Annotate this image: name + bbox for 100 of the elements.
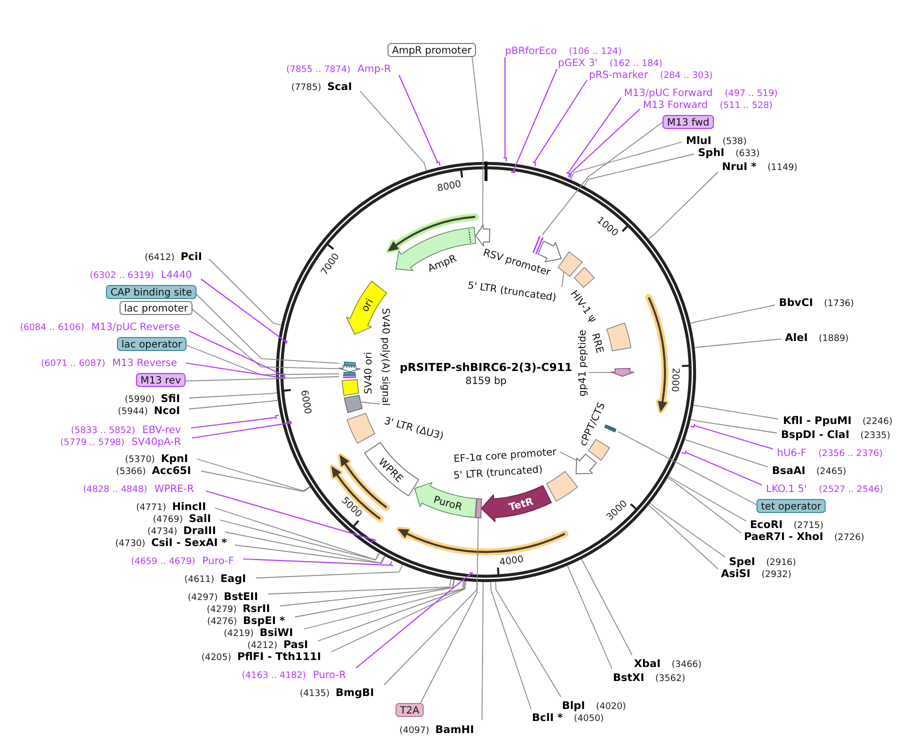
position-label: (4734) <box>147 526 178 537</box>
leader-line <box>681 450 763 486</box>
position-label: (6084 .. 6106) <box>20 322 84 333</box>
position-label: (4219) <box>224 628 254 639</box>
feature-label: SV40 ori <box>364 352 375 394</box>
enzyme-label: HincII <box>172 500 206 513</box>
leader-line <box>184 376 340 382</box>
primer-mark <box>532 236 544 254</box>
feature-tag: lac promoter <box>120 301 192 315</box>
primer-label: Puro-R <box>313 670 346 681</box>
position-label: (1889) <box>818 334 849 344</box>
leader-line <box>495 581 562 698</box>
enzyme-label: MluI <box>686 134 712 147</box>
leader-line <box>668 476 746 522</box>
feature-label: 5' LTR (truncated) <box>466 280 557 304</box>
enzyme-label: Acc65I <box>152 464 191 477</box>
primer-label: Amp-R <box>358 64 391 75</box>
enzyme-label: RsrII <box>242 602 270 615</box>
position-label: (4659 .. 4679) <box>130 556 196 567</box>
enzyme-label: CsiI - SexAI * <box>151 536 227 549</box>
enzyme-label: BspDI - ClaI <box>781 428 850 441</box>
position-label: (106 .. 124) <box>568 46 622 57</box>
position-label: (2726) <box>834 532 864 543</box>
leader-line <box>188 400 278 410</box>
position-label: (5366) <box>116 466 146 477</box>
leader-line <box>304 580 464 630</box>
leader-line <box>268 578 452 594</box>
leader-line <box>581 558 632 656</box>
primer-label: hU6-F <box>777 448 806 459</box>
position-label: (4276) <box>207 616 237 627</box>
primer-label: EBV-rev <box>142 424 181 436</box>
position-label: (633) <box>735 148 760 159</box>
feature-mark <box>604 424 616 432</box>
position-label: (4020) <box>596 702 626 712</box>
enzyme-label: SphI <box>698 146 724 159</box>
position-label: (284 .. 303) <box>660 70 713 81</box>
position-label: (2465) <box>816 466 846 477</box>
leader-line <box>330 580 466 652</box>
leader-line <box>648 172 718 240</box>
position-label: (497 .. 519) <box>724 88 778 99</box>
leader-line <box>532 79 588 167</box>
feature-tag: M13 rev <box>136 373 186 387</box>
enzyme-label: BamHI <box>435 724 474 736</box>
position-label: (2916) <box>766 558 796 568</box>
leader-line <box>200 470 311 492</box>
leader-line <box>570 142 682 180</box>
enzyme-label: SpeI <box>729 556 756 568</box>
enzyme-label: XbaI <box>634 658 661 670</box>
position-label: (5779 .. 5798) <box>60 438 125 448</box>
enzyme-label: BstXI <box>613 672 644 684</box>
leader-line <box>490 582 532 710</box>
leader-line <box>650 502 726 558</box>
promoter-segment <box>576 454 597 474</box>
leader-line <box>648 504 718 570</box>
feature-label: 5' LTR (truncated) <box>453 464 543 482</box>
leader-line <box>360 90 427 172</box>
enzyme-label: BsaAI <box>772 464 806 477</box>
position-label: (2335) <box>860 430 890 441</box>
feature-mark <box>344 362 356 366</box>
leader-line <box>420 518 479 704</box>
feature-tag: AmpR promoter <box>388 43 476 57</box>
feature-label: PuroR <box>432 494 464 514</box>
scale-label: 6000 <box>298 389 314 416</box>
leader-line <box>196 294 340 364</box>
leader-line <box>294 579 455 618</box>
leader-line <box>503 56 508 162</box>
feature-tag: lac operator <box>116 337 186 351</box>
position-label: (4730) <box>115 538 146 549</box>
leader-line <box>188 392 278 398</box>
position-label: (5370) <box>125 454 155 465</box>
position-label: (6302 .. 6319) <box>90 270 154 281</box>
primer-mark <box>343 374 356 378</box>
leader-line <box>185 362 286 380</box>
leader-line <box>188 330 286 378</box>
position-label: (4611) <box>184 574 214 585</box>
enzyme-label: BmgBI <box>336 686 374 699</box>
primer-label: L4440 <box>160 270 192 281</box>
position-label: (7855 .. 7874) <box>286 64 350 75</box>
position-label: (538) <box>722 136 747 147</box>
feature-box <box>344 394 363 414</box>
position-label: (511 .. 528) <box>720 100 773 111</box>
feature-segment <box>610 368 634 377</box>
leader-line <box>694 338 782 348</box>
position-label: (6071 .. 6087) <box>40 358 106 369</box>
enzyme-label: AleI <box>785 332 808 344</box>
primer-label: pBRforEco <box>505 46 557 57</box>
position-label: (2932) <box>761 570 792 580</box>
leader-line <box>472 56 484 226</box>
leader-line <box>191 420 292 439</box>
leader-line <box>567 565 612 670</box>
position-label: (5944) <box>118 406 148 417</box>
primer-label: M13 Reverse <box>112 358 177 369</box>
feature-label: 3' LTR (ΔU3) <box>382 416 445 442</box>
enzyme-label: BlpI <box>562 700 586 712</box>
enzyme-label: PflFI - Tth111I <box>237 650 321 663</box>
position-label: (2246) <box>862 416 892 427</box>
primer-label: M13/pUC Forward <box>624 88 713 99</box>
enzyme-label: BspEI * <box>243 614 285 627</box>
position-label: (4205) <box>201 652 232 663</box>
feature-label: gp41 peptide <box>578 330 589 396</box>
